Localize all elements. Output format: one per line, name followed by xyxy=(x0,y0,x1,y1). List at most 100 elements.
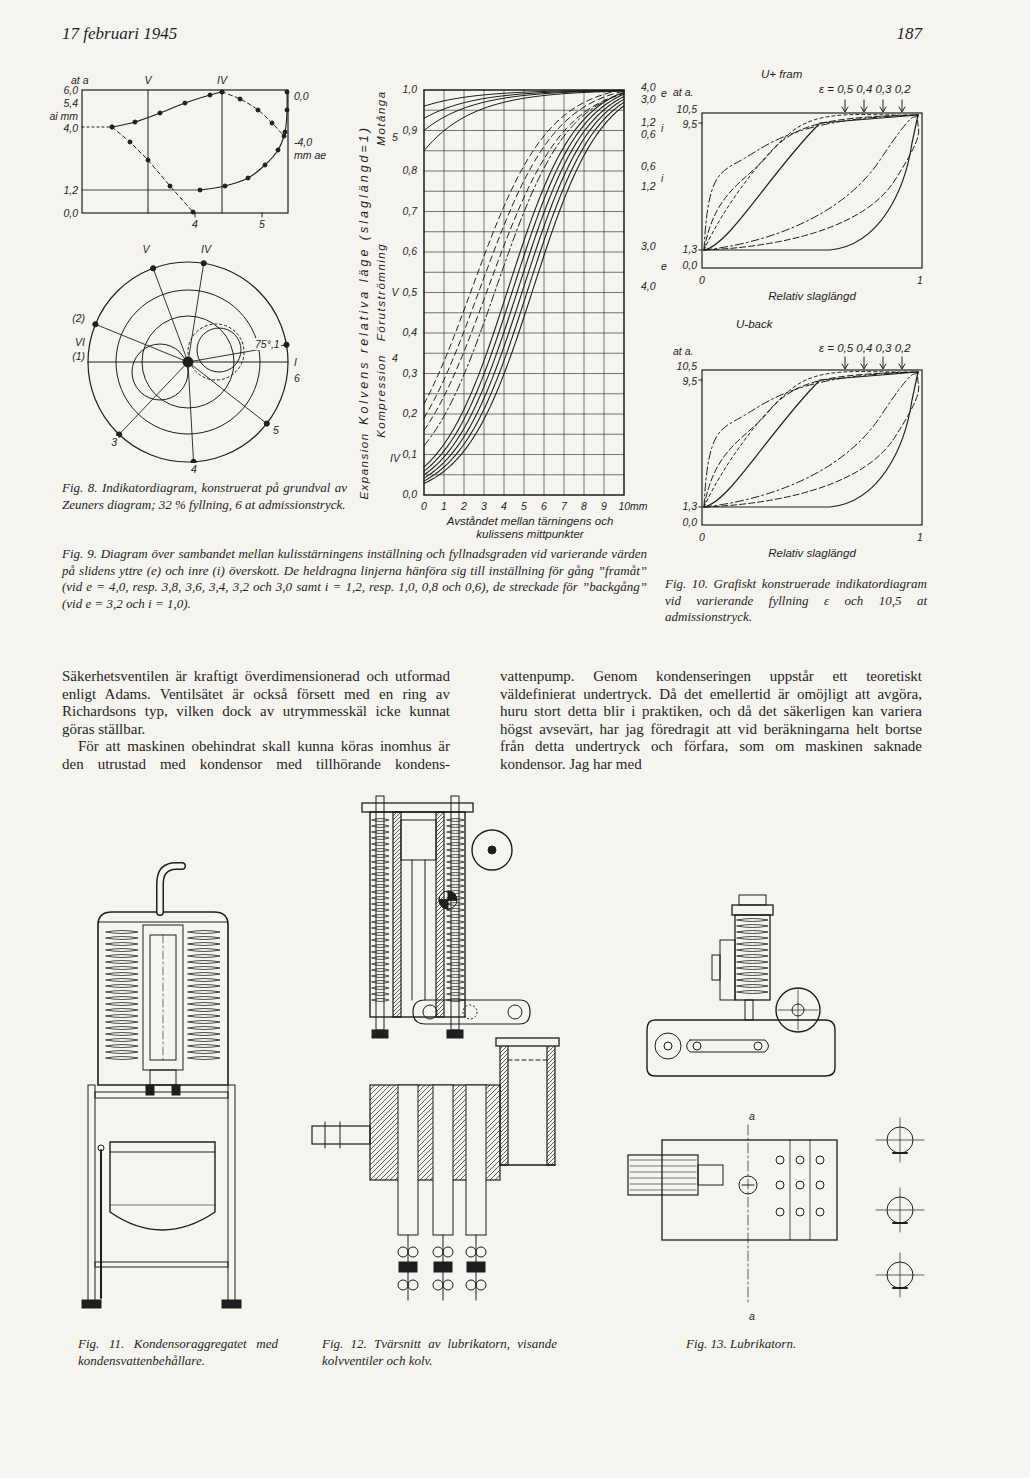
drawing-circle xyxy=(220,90,224,94)
axis-title: Relativ slaglängd xyxy=(767,290,857,303)
drawing-path xyxy=(647,1020,835,1076)
drawing-line xyxy=(393,812,401,1017)
drawing-path xyxy=(160,866,182,912)
axis-tick: 0,0 xyxy=(62,207,79,219)
drawing-line xyxy=(393,812,401,1017)
drawing-path xyxy=(110,1152,215,1153)
drawing-g xyxy=(393,812,401,1017)
drawing-circle xyxy=(133,120,137,124)
lap-value: 4,0 xyxy=(640,81,657,93)
drawing-path xyxy=(222,92,284,136)
drawing-line xyxy=(500,1045,508,1165)
drawing-line xyxy=(500,1045,508,1165)
crank-position: 3 xyxy=(110,436,118,448)
drawing-line xyxy=(547,1045,555,1165)
drawing-rect xyxy=(399,1262,417,1272)
axis-unit: at a. xyxy=(672,345,694,357)
drawing-line xyxy=(500,1045,508,1165)
drawing-path xyxy=(845,100,846,111)
drawing-path xyxy=(424,292,624,293)
drawing-line xyxy=(436,812,444,1017)
dead-centre-mark: V xyxy=(390,286,399,298)
drawing-circle xyxy=(433,1280,443,1290)
axis-tick: 9,5 xyxy=(681,375,698,387)
drawing-rect xyxy=(398,1085,418,1235)
drawing-path xyxy=(424,231,624,232)
axis-tick: 1 xyxy=(916,274,924,286)
drawing-line xyxy=(495,1085,500,1180)
drawing-path xyxy=(424,312,624,313)
region-label: Expansion xyxy=(358,432,371,499)
filling-values: ε = 0,5 0,4 0,3 0,2 xyxy=(818,83,912,96)
dead-centre-mark: 4 xyxy=(391,352,399,364)
drawing-circle xyxy=(285,108,289,112)
drawing-circle xyxy=(208,93,212,97)
drawing-g xyxy=(436,812,444,1017)
figure-caption: Fig. 11. Kondensoraggregatet med kondens… xyxy=(78,1336,278,1369)
region-label: Kompression xyxy=(375,354,388,438)
dead-centre-mark: IV xyxy=(389,452,401,464)
drawing-path xyxy=(704,115,918,250)
drawing-path xyxy=(110,1205,215,1206)
drawing-line xyxy=(393,812,401,1017)
drawing-circle xyxy=(476,1280,486,1290)
drawing-circle xyxy=(466,1280,476,1290)
drawing-circle xyxy=(220,90,224,94)
axis-tick: 0,4 xyxy=(401,326,418,338)
drawing-line xyxy=(436,812,444,1017)
axis-tick: 10mm xyxy=(617,500,648,512)
axis-tick: 1,3 xyxy=(681,243,698,255)
axis-title: Kolvens relativa läge (slaglängd=1) xyxy=(357,125,371,425)
drawing-line xyxy=(436,812,444,1017)
drawing-path xyxy=(630,1172,696,1173)
drawing-line xyxy=(393,812,401,1017)
drawing-circle xyxy=(443,1280,453,1290)
drawing-circle xyxy=(439,891,457,909)
drawing-line xyxy=(500,1045,508,1165)
lap-symbol: e xyxy=(660,87,668,99)
drawing-path xyxy=(188,362,194,462)
drawing-circle xyxy=(283,130,287,134)
crank-position: (1) xyxy=(71,350,86,362)
section-mark: a xyxy=(748,1310,756,1322)
drawing-line xyxy=(393,812,401,1017)
axis-unit: mm ae xyxy=(293,149,327,161)
drawing-path xyxy=(424,91,624,151)
drawing-path xyxy=(98,922,228,923)
drawing-circle xyxy=(508,1005,522,1019)
drawing-line xyxy=(393,812,401,1017)
body-text: vattenpump. Genom kondenseringen uppstår… xyxy=(500,668,922,773)
drawing-circle xyxy=(223,184,227,188)
drawing-path xyxy=(893,1152,907,1154)
drawing-path xyxy=(704,372,918,507)
drawing-line xyxy=(436,812,444,1017)
drawing-path xyxy=(163,935,164,1060)
drawing-path xyxy=(630,1166,696,1167)
axis-unit: ai mm xyxy=(48,110,79,122)
drawing-path xyxy=(424,191,624,192)
drawing-path xyxy=(424,91,624,131)
drawing-line xyxy=(500,1045,508,1165)
drawing-line xyxy=(436,812,444,1017)
axis-tick: 1 xyxy=(440,500,448,512)
drawing-path xyxy=(424,91,624,418)
drawing-line xyxy=(547,1045,555,1165)
diagram-title: U+ fram xyxy=(760,68,803,81)
diagram-title: U-back xyxy=(735,318,773,331)
drawing-circle xyxy=(776,1156,784,1164)
drawing-path xyxy=(424,90,624,106)
drawing-line xyxy=(490,1085,500,1180)
drawing-line xyxy=(393,812,401,1017)
drawing-path xyxy=(424,91,624,119)
drawing-rect xyxy=(702,370,922,525)
axis-tick: 1,3 xyxy=(681,500,698,512)
lap-value: 4,0 xyxy=(640,280,657,292)
drawing-line xyxy=(393,812,401,1017)
drawing-circle xyxy=(246,176,250,180)
drawing-g xyxy=(500,1045,508,1165)
drawing-rect xyxy=(150,935,176,1060)
axis-tick: 1,2 xyxy=(62,184,79,196)
crank-position: 5 xyxy=(272,424,280,436)
drawing-circle xyxy=(693,1042,701,1050)
axis-title: Relativ slaglängd xyxy=(767,547,857,560)
